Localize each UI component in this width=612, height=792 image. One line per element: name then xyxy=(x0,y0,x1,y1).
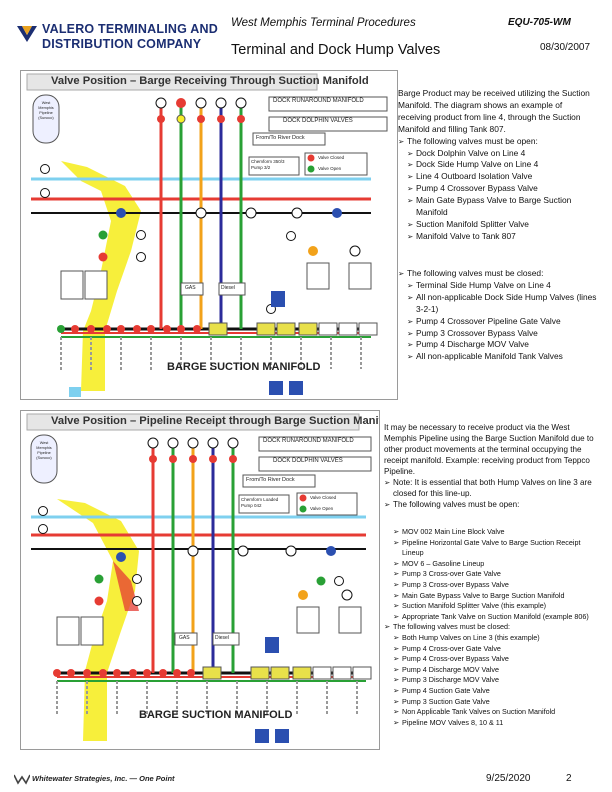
barge-receiving-intro: Barge Product may be received utilizing … xyxy=(398,88,590,134)
pipeline-receipt-valve-lists: MOV 002 Main Line Block Valve Pipeline H… xyxy=(384,527,594,728)
list-item: MOV 6 – Gasoline Lineup xyxy=(384,559,594,570)
barge-receiving-open-valves: Barge Product may be received utilizing … xyxy=(398,88,598,243)
valero-logo-icon xyxy=(17,26,37,42)
barge-receiving-diagram: Valve Position – Barge Receiving Through… xyxy=(20,70,398,400)
diagram2-legend-open: Valve Open xyxy=(310,506,334,511)
list-item: Pump 4 Crossover Pipeline Gate Valve xyxy=(398,316,598,328)
diagram2-gas-label: GAS xyxy=(179,635,190,641)
list-item: Non Applicable Tank Valves on Suction Ma… xyxy=(384,707,594,718)
whitewater-logo-icon xyxy=(14,774,30,785)
page-footer: Whitewater Strategies, Inc. — One Point … xyxy=(0,770,612,790)
list-item: Pump 3 Cross-over Gate Valve xyxy=(384,569,594,580)
pipeline-open-lead: The following valves must be open: xyxy=(384,499,594,510)
list-item: Pump 3 Crossover Bypass Valve xyxy=(398,328,598,340)
closed-valves-lead: The following valves must be closed: xyxy=(398,268,598,280)
pipeline-receipt-diagram: Valve Position – Pipeline Receipt throug… xyxy=(20,410,380,750)
pipeline-receipt-note: Note: It is essential that both Hump Val… xyxy=(384,477,594,499)
list-item: All non-applicable Manifold Tank Valves xyxy=(398,351,598,363)
list-item: Appropriate Tank Valve on Suction Manifo… xyxy=(384,612,594,623)
diagram2-pipeline-label: West Memphis Pipeline (Sunoco) xyxy=(36,441,52,460)
list-item: Dock Side Hump Valve on Line 4 xyxy=(398,159,598,171)
list-item: Pump 4 Cross-over Gate Valve xyxy=(384,644,594,655)
pipeline-receipt-schematic xyxy=(26,413,372,743)
document-number: EQU-705-WM xyxy=(508,17,571,28)
diagram2-dolphin-label: DOCK DOLPHIN VALVES xyxy=(273,458,343,464)
list-item: Pump 4 Suction Gate Valve xyxy=(384,686,594,697)
footer-date: 9/25/2020 xyxy=(486,773,531,784)
diagram2-pump-label: Chemform Loaded Pump 042 xyxy=(241,497,279,508)
diagram2-bottom-label: BARGE SUCTION MANIFOLD xyxy=(139,709,293,721)
diagram1-pump-label: Chemform 350/3 Pump 3/2 xyxy=(251,159,285,170)
pipeline-closed-lead: The following valves must be closed: xyxy=(384,622,594,633)
diagram1-dolphin-label: DOCK DOLPHIN VALVES xyxy=(283,118,353,124)
diagram2-runaround-label: DOCK RUNAROUND MANIFOLD xyxy=(263,438,354,444)
list-item: Pump 3 Discharge MOV Valve xyxy=(384,675,594,686)
diagram2-legend-closed: Valve Closed xyxy=(310,495,337,500)
list-item: Line 4 Outboard Isolation Valve xyxy=(398,171,598,183)
document-date: 08/30/2007 xyxy=(540,42,591,53)
company-name-line1: VALERO TERMINALING AND xyxy=(42,22,218,36)
diagram1-runaround-label: DOCK RUNAROUND MANIFOLD xyxy=(273,98,364,104)
pipeline-receipt-intro: It may be necessary to receive product v… xyxy=(384,423,594,476)
page-number: 2 xyxy=(566,773,572,784)
company-name-line2: DISTRIBUTION COMPANY xyxy=(42,37,202,51)
list-item: All non-applicable Dock Side Hump Valves… xyxy=(398,292,598,316)
diagram1-legend-open: Valve Open xyxy=(318,166,342,171)
diagram1-title: Valve Position – Barge Receiving Through… xyxy=(51,75,369,87)
diagram1-river-dock-label: From/To River Dock xyxy=(256,135,305,141)
list-item: Pipeline MOV Valves 8, 10 & 11 xyxy=(384,718,594,729)
list-item: Main Gate Bypass Valve to Barge Suction … xyxy=(384,591,594,602)
diagram1-bottom-label: BARGE SUCTION MANIFOLD xyxy=(167,361,321,373)
diagram2-diesel-label: Diesel xyxy=(215,635,229,641)
list-item: Suction Manifold Splitter Valve xyxy=(398,219,598,231)
diagram2-title: Valve Position – Pipeline Receipt throug… xyxy=(51,415,380,427)
list-item: Pipeline Horizontal Gate Valve to Barge … xyxy=(384,538,594,559)
open-valves-lead: The following valves must be open: xyxy=(398,136,598,148)
diagram2-river-dock-label: From/To River Dock xyxy=(246,477,295,483)
list-item: Pump 4 Cross-over Bypass Valve xyxy=(384,654,594,665)
list-item: Suction Manifold Splitter Valve (this ex… xyxy=(384,601,594,612)
procedure-title: West Memphis Terminal Procedures xyxy=(231,17,416,29)
diagram1-gas-label: GAS xyxy=(185,285,196,291)
pipeline-receipt-intro-block: It may be necessary to receive product v… xyxy=(384,422,594,510)
barge-receiving-closed-valves: The following valves must be closed: Ter… xyxy=(398,268,598,363)
list-item: Pump 4 Discharge MOV Valve xyxy=(398,339,598,351)
list-item: Pump 4 Discharge MOV Valve xyxy=(384,665,594,676)
list-item: Terminal Side Hump Valve on Line 4 xyxy=(398,280,598,292)
diagram1-diesel-label: Diesel xyxy=(221,285,235,291)
list-item: Both Hump Valves on Line 3 (this example… xyxy=(384,633,594,644)
list-item: Pump 3 Cross-over Bypass Valve xyxy=(384,580,594,591)
footer-company: Whitewater Strategies, Inc. — One Point xyxy=(32,774,175,783)
list-item: Manifold Valve to Tank 807 xyxy=(398,231,598,243)
list-item: MOV 002 Main Line Block Valve xyxy=(384,527,594,538)
list-item: Pump 4 Crossover Bypass Valve xyxy=(398,183,598,195)
page-header: VALERO TERMINALING AND DISTRIBUTION COMP… xyxy=(0,0,612,68)
list-item: Pump 3 Suction Gate Valve xyxy=(384,697,594,708)
list-item: Dock Dolphin Valve on Line 4 xyxy=(398,148,598,160)
diagram1-legend-closed: Valve Closed xyxy=(318,155,345,160)
barge-receiving-schematic xyxy=(26,73,388,397)
list-item: Main Gate Bypass Valve to Barge Suction … xyxy=(398,195,598,219)
diagram1-pipeline-label: West Memphis Pipeline (Sunoco) xyxy=(38,101,54,120)
page-subtitle: Terminal and Dock Hump Valves xyxy=(231,42,441,58)
